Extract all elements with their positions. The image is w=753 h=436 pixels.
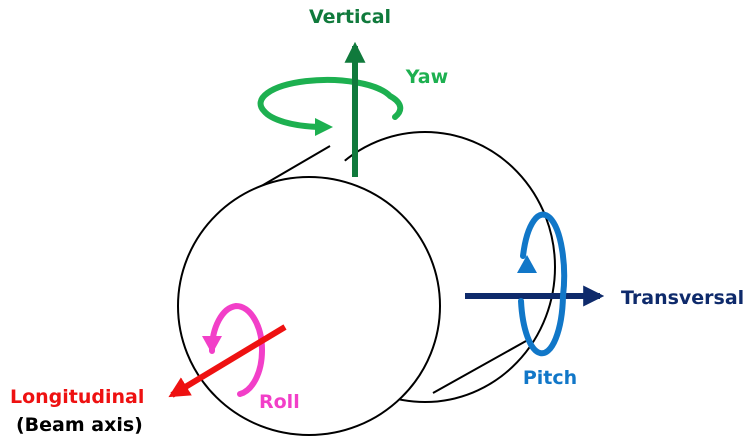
vertical-label: Vertical [309, 6, 391, 28]
cylinder-top-edge [257, 145, 331, 189]
longitudinal-axis-arrow [168, 324, 287, 398]
cylinder [177, 131, 556, 436]
yaw-label: Yaw [405, 66, 448, 88]
cylinder-front-face [177, 176, 441, 436]
transversal-label: Transversal [621, 287, 744, 309]
yaw-rotation-arrow [257, 76, 404, 136]
pitch-rotation-arrow [517, 211, 568, 357]
roll-label: Roll [259, 391, 300, 413]
pitch-label: Pitch [523, 367, 577, 389]
roll-rotation-arrow [202, 302, 266, 397]
beam-axis-label: (Beam axis) [16, 414, 143, 436]
longitudinal-label: Longitudinal [10, 386, 144, 408]
cylinder-bottom-edge [432, 340, 527, 394]
